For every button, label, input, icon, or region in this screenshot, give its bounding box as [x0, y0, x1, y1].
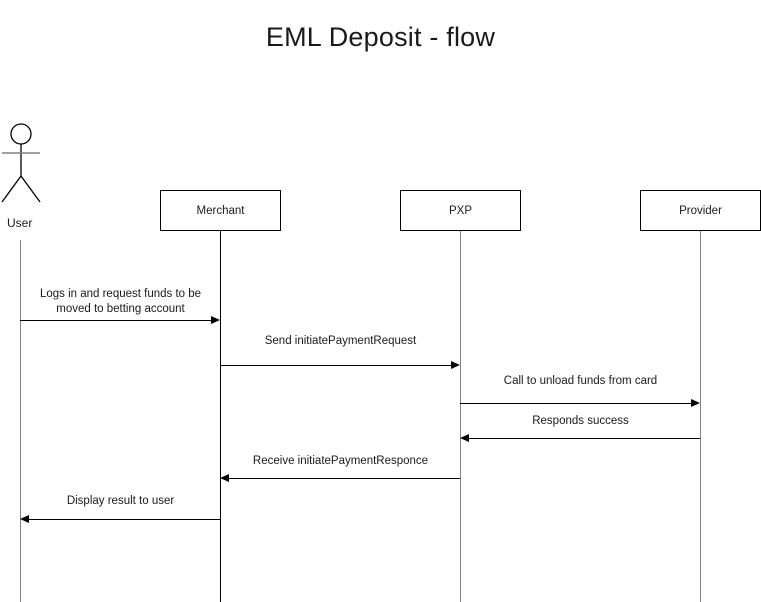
message-label-6: Display result to user [66, 495, 175, 507]
message-label-1: Logs in and request funds to be moved to… [39, 288, 202, 315]
participant-box-pxp[interactable]: PXP [400, 190, 521, 231]
message-line-3 [460, 403, 691, 404]
participant-box-merchant[interactable]: Merchant [160, 190, 281, 231]
message-label-3: Call to unload funds from card [503, 375, 658, 387]
message-line-2 [220, 365, 451, 366]
participant-label-merchant: Merchant [196, 204, 245, 217]
message-arrowhead-2 [451, 361, 460, 369]
actor-user-figure [1, 123, 41, 203]
lifeline-merchant [220, 231, 221, 602]
participant-box-provider[interactable]: Provider [640, 190, 761, 231]
message-arrowhead-6 [20, 515, 29, 523]
message-line-4 [469, 438, 700, 439]
message-line-1 [20, 320, 211, 321]
message-arrowhead-5 [220, 474, 229, 482]
message-arrowhead-1 [211, 316, 220, 324]
message-line-5 [229, 478, 460, 479]
message-arrowhead-4 [460, 434, 469, 442]
actor-user-label: User [7, 216, 33, 230]
participant-label-pxp: PXP [448, 204, 472, 217]
message-label-4: Responds success [532, 415, 629, 427]
message-arrowhead-3 [691, 399, 700, 407]
participant-label-provider: Provider [679, 204, 722, 217]
message-label-2: Send initiatePaymentRequest [264, 335, 417, 347]
message-label-5: Receive initiatePaymentResponce [252, 455, 429, 467]
lifeline-pxp [460, 231, 461, 602]
diagram-title: EML Deposit - flow [265, 22, 496, 52]
message-line-6 [29, 519, 220, 520]
lifeline-provider [700, 231, 701, 602]
lifeline-user [20, 240, 21, 602]
